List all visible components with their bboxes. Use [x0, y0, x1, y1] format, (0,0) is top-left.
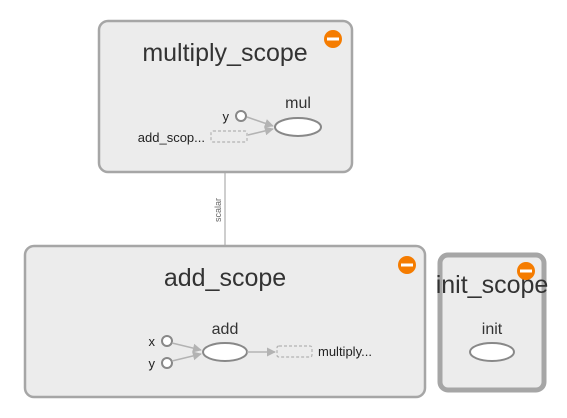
minus-icon [327, 37, 339, 41]
add-input-y-node[interactable] [161, 357, 173, 369]
mul-input-ref-label: add_scop... [138, 130, 205, 145]
multiply-scope-collapse-button[interactable] [324, 30, 342, 48]
scalar-edge-label: scalar [213, 198, 223, 222]
mul-input-y-label: y [223, 109, 230, 124]
add-op-label: add [212, 321, 239, 338]
add-scope-title: add_scope [164, 264, 286, 292]
mul-input-y-node[interactable] [235, 110, 247, 122]
minus-icon [520, 269, 532, 273]
init-scope-collapse-button[interactable] [517, 262, 535, 280]
add-scope-collapse-button[interactable] [398, 256, 416, 274]
add-scope-node[interactable]: add_scope add x y multiply... [23, 244, 427, 399]
minus-icon [401, 263, 413, 267]
add-output-ref-label: multiply... [318, 344, 372, 359]
multiply-scope-title: multiply_scope [142, 39, 307, 67]
init-scope-box[interactable] [437, 252, 547, 393]
scalar-edge: scalar [213, 172, 226, 245]
init-op-label: init [482, 321, 503, 338]
add-input-x-node[interactable] [161, 335, 173, 347]
mul-input-ref-node[interactable] [210, 130, 248, 143]
add-input-x-label: x [149, 334, 156, 349]
add-scope-box[interactable] [23, 244, 427, 399]
multiply-scope-node[interactable]: multiply_scope mul y add_scop... [97, 19, 354, 174]
mul-y-edge [246, 116, 274, 128]
add-op-node[interactable] [202, 342, 248, 362]
init-op-node[interactable] [469, 342, 515, 362]
mul-op-node[interactable] [274, 117, 322, 137]
mul-op-label: mul [285, 95, 311, 112]
add-y-edge [171, 351, 202, 362]
mul-ref-edge [247, 126, 274, 136]
init-scope-node[interactable]: init_scope init [436, 252, 549, 393]
add-input-y-label: y [149, 356, 156, 371]
add-x-edge [171, 342, 202, 353]
add-output-ref-node[interactable] [276, 345, 313, 358]
